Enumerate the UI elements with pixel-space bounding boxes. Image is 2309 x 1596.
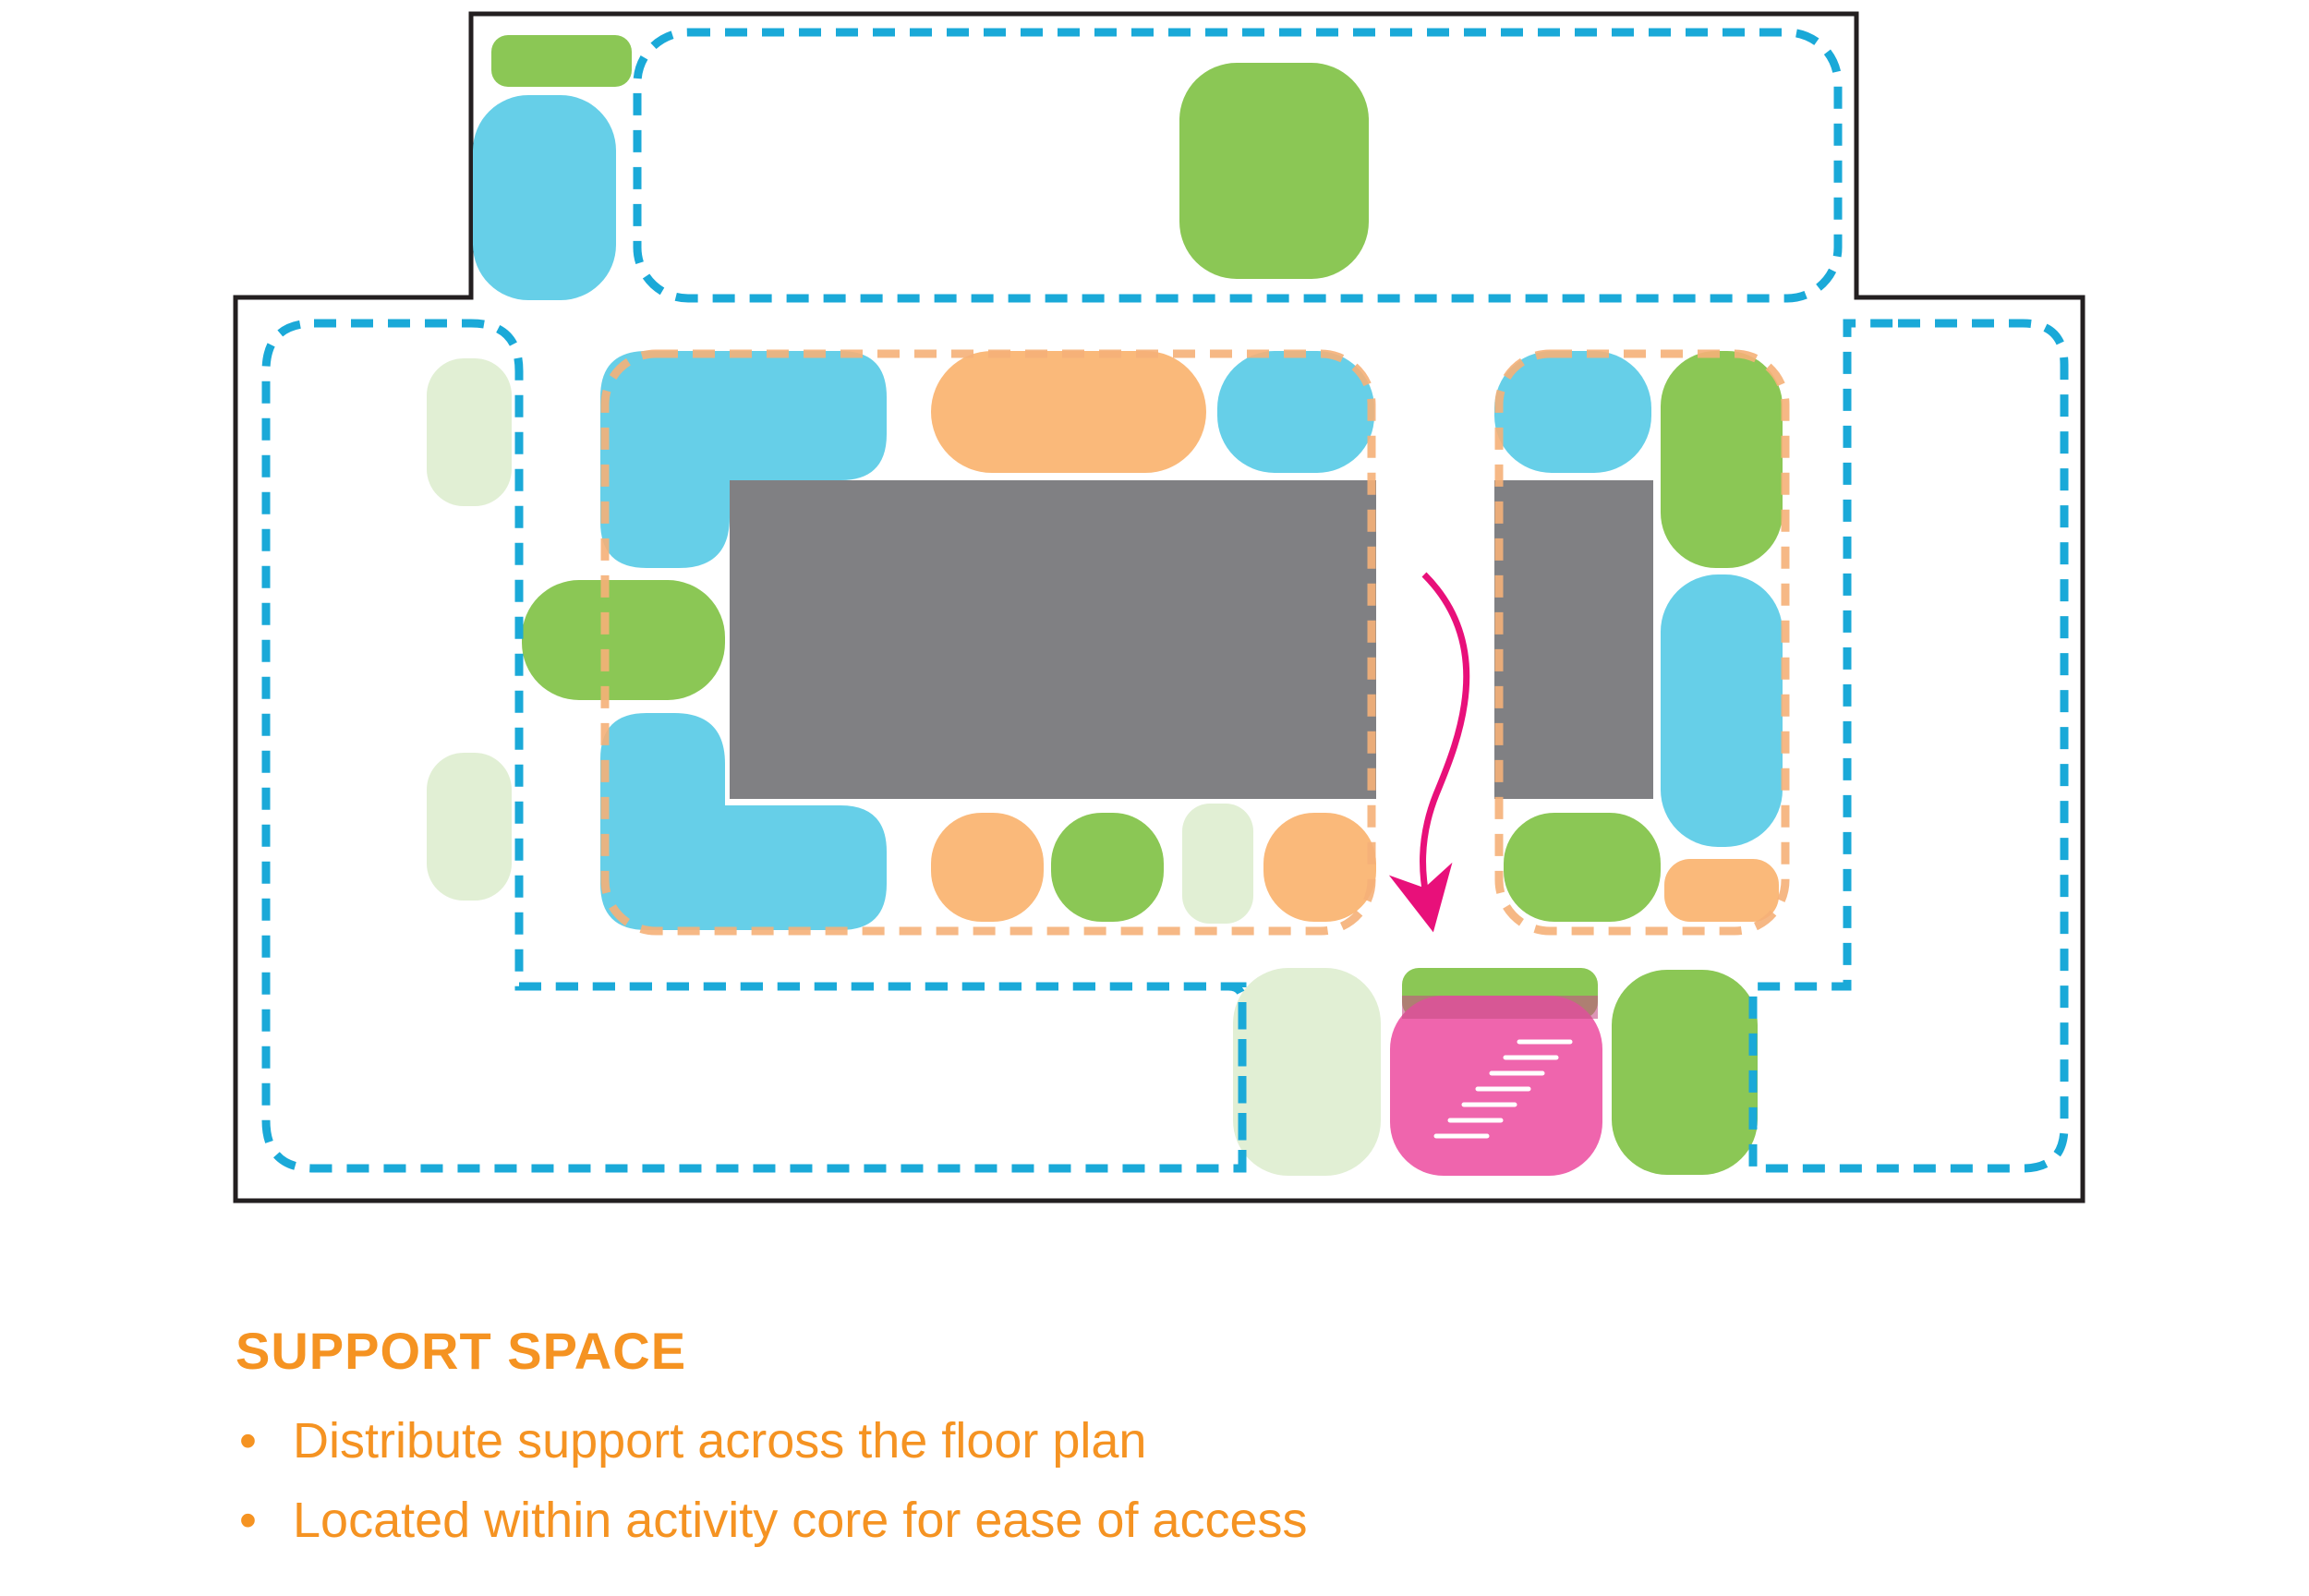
support-space-orange	[1664, 859, 1779, 922]
caption-bullet-text: Distribute support across the floor plan	[293, 1413, 1147, 1469]
activity-core-zone	[600, 349, 1376, 936]
support-space-green	[1179, 63, 1369, 279]
support-space-orange	[931, 351, 1206, 473]
support-space-green	[1051, 813, 1164, 922]
curved-arrow-icon	[1388, 572, 1470, 933]
support-space-light-green	[1233, 968, 1381, 1176]
bullet-marker: •	[239, 1493, 257, 1548]
support-space-green	[1661, 351, 1783, 568]
stair-icon	[1433, 1039, 1573, 1139]
activity-core-block	[1494, 480, 1653, 799]
stair-overlap	[1402, 996, 1598, 1019]
support-space-orange	[931, 813, 1044, 922]
activity-core-zone	[1494, 349, 1790, 936]
support-space-light-green	[427, 753, 512, 901]
bullet-marker: •	[239, 1413, 257, 1469]
support-space-light-green	[427, 358, 512, 506]
support-space-light-green	[1182, 804, 1253, 924]
caption: SUPPORT SPACE • Distribute support acros…	[236, 1321, 2083, 1560]
support-space-blue	[473, 95, 616, 300]
support-space-green	[1504, 813, 1661, 922]
stair-core	[1390, 996, 1602, 1176]
caption-bullet: • Distribute support across the floor pl…	[236, 1401, 2083, 1481]
caption-title: SUPPORT SPACE	[236, 1322, 687, 1380]
zone-boundary-top	[633, 28, 1843, 303]
caption-bullet-list: • Distribute support across the floor pl…	[236, 1401, 2083, 1560]
support-space-orange	[1263, 813, 1376, 922]
support-space-green	[491, 35, 632, 87]
support-space-green	[522, 580, 725, 700]
caption-bullet: • Located within activity core for ease …	[236, 1481, 2083, 1560]
support-space-blue	[1217, 351, 1374, 473]
zone-boundary-main-lower	[519, 982, 1247, 1168]
support-space-blue	[1661, 574, 1783, 847]
support-space-blue-l-shape	[600, 713, 887, 930]
support-space-blue-l-shape	[600, 351, 887, 568]
activity-core-block	[730, 480, 1376, 799]
support-space-blue	[1494, 351, 1651, 473]
support-space-green	[1612, 970, 1758, 1175]
caption-bullet-text: Located within activity core for ease of…	[293, 1493, 1308, 1548]
